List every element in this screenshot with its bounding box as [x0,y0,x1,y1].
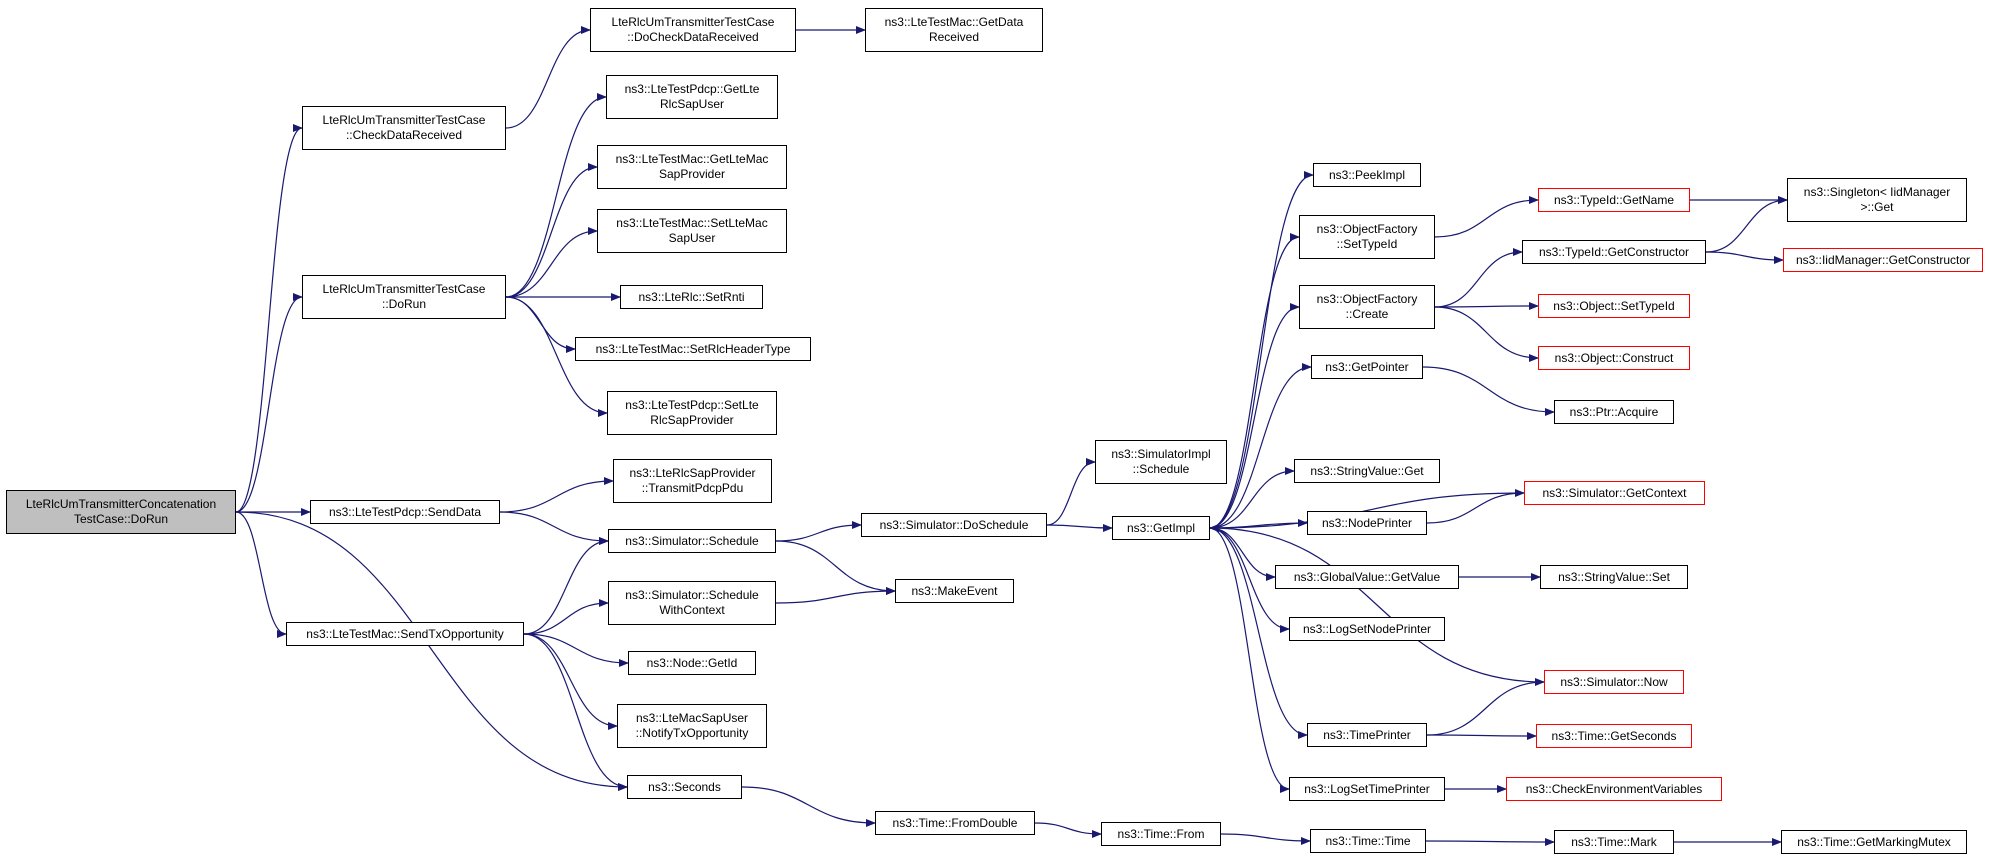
node-gv-get-value[interactable]: ns3::GlobalValue::GetValue [1275,565,1459,589]
node-time-get-seconds[interactable]: ns3::Time::GetSeconds [1536,724,1692,748]
edge-timeFrom-to-timeTime [1220,833,1311,845]
node-do-run[interactable]: LteRlcUmTransmitterTestCase ::DoRun [302,275,506,319]
node-set-rnti[interactable]: ns3::LteRlc::SetRnti [620,285,763,309]
edge-root-to-seconds [235,511,628,791]
edge-sendTx-to-nodeGetId [523,633,629,667]
edge-nodePrinter-to-simGetContext [1426,489,1525,524]
edge-doSchedule-to-simImplSched [1046,458,1096,526]
node-sim-now[interactable]: ns3::Simulator::Now [1544,670,1684,694]
edge-ofCreate-to-typeIdGetCtor [1434,248,1523,308]
node-log-set-time[interactable]: ns3::LogSetTimePrinter [1289,777,1445,801]
node-do-check[interactable]: LteRlcUmTransmitterTestCase ::DoCheckDat… [590,8,796,52]
edge-root-to-doRun [235,293,303,513]
edge-getImpl-to-ofSetTypeId [1209,233,1300,529]
edge-typeIdGetCtor-to-iidGetCtor [1705,251,1784,264]
node-make-event[interactable]: ns3::MakeEvent [895,579,1014,603]
edge-simNow-to-getImpl [1209,524,1545,683]
edge-getImpl-to-getPointer [1209,363,1312,529]
edge-doRun-to-getRlcSapUser [505,93,607,298]
node-node-printer[interactable]: ns3::NodePrinter [1307,511,1427,535]
node-obj-set-type-id[interactable]: ns3::Object::SetTypeId [1538,294,1690,318]
edge-sendTx-to-simSchedule [523,537,609,635]
edge-ofSetTypeId-to-typeIdGetName [1434,196,1539,238]
node-sim-impl-sched[interactable]: ns3::SimulatorImpl ::Schedule [1095,440,1227,484]
edge-doRun-to-setRlcSapProv [505,296,608,417]
edge-timeTime-to-timeMark [1425,837,1555,846]
edge-root-to-sendTx [235,511,287,638]
node-from-double[interactable]: ns3::Time::FromDouble [875,811,1035,835]
node-transmit-pdcp[interactable]: ns3::LteRlcSapProvider ::TransmitPdcpPdu [613,459,772,503]
edge-doSchedule-to-getImpl [1046,523,1113,532]
node-ptr-acquire[interactable]: ns3::Ptr::Acquire [1554,400,1674,424]
node-sim-get-context[interactable]: ns3::Simulator::GetContext [1524,481,1705,505]
edge-doRun-to-getMacSapProv [505,163,598,298]
call-edges [235,26,1788,846]
node-sim-schedule[interactable]: ns3::Simulator::Schedule [608,529,776,553]
node-get-mac-sap-prov[interactable]: ns3::LteTestMac::GetLteMac SapProvider [597,145,787,189]
edge-simGetContext-to-getImpl [1209,492,1525,532]
node-iid-get-ctor[interactable]: ns3::IidManager::GetConstructor [1783,248,1983,272]
node-get-mark-mutex[interactable]: ns3::Time::GetMarkingMutex [1781,830,1967,854]
edge-sendData-to-simSchedule [499,511,609,545]
node-check-env[interactable]: ns3::CheckEnvironmentVariables [1506,777,1722,801]
edge-fromDouble-to-timeFrom [1034,822,1102,838]
node-sim-sched-w-c[interactable]: ns3::Simulator::Schedule WithContext [608,581,776,625]
edge-simSchedWC-to-makeEvent [775,587,896,604]
node-time-time[interactable]: ns3::Time::Time [1310,829,1426,853]
node-set-rlc-sap-prov[interactable]: ns3::LteTestPdcp::SetLte RlcSapProvider [607,391,777,435]
node-send-tx[interactable]: ns3::LteTestMac::SendTxOpportunity [286,622,524,646]
node-str-set[interactable]: ns3::StringValue::Set [1540,565,1688,589]
edge-simSchedule-to-doSchedule [775,521,862,542]
edge-checkData-to-doCheck [505,26,591,129]
node-str-get[interactable]: ns3::StringValue::Get [1294,459,1440,483]
node-singleton-get[interactable]: ns3::Singleton< IidManager >::Get [1787,178,1967,222]
node-set-header[interactable]: ns3::LteTestMac::SetRlcHeaderType [575,337,811,361]
node-root[interactable]: LteRlcUmTransmitterConcatenation TestCas… [6,490,236,534]
node-obj-construct[interactable]: ns3::Object::Construct [1538,346,1690,370]
edge-ofCreate-to-objSetTypeId [1434,302,1539,311]
node-get-pointer[interactable]: ns3::GetPointer [1311,355,1423,379]
node-do-schedule[interactable]: ns3::Simulator::DoSchedule [861,513,1047,537]
edge-sendData-to-transmitPdcp [499,477,614,513]
node-type-id-get-name[interactable]: ns3::TypeId::GetName [1538,188,1690,212]
node-peek-impl[interactable]: ns3::PeekImpl [1313,163,1421,187]
node-log-set-node[interactable]: ns3::LogSetNodePrinter [1289,617,1445,641]
edge-sendTx-to-seconds [523,633,628,791]
edge-getImpl-to-strGet [1209,467,1295,529]
edge-getImpl-to-timePrinter [1209,527,1308,739]
node-notify-tx[interactable]: ns3::LteMacSapUser ::NotifyTxOpportunity [617,704,767,748]
edge-typeIdGetCtor-to-singletonGet [1705,196,1788,253]
node-of-create[interactable]: ns3::ObjectFactory ::Create [1299,285,1435,329]
node-node-get-id[interactable]: ns3::Node::GetId [628,651,756,675]
node-of-set-type-id[interactable]: ns3::ObjectFactory ::SetTypeId [1299,215,1435,259]
edge-root-to-checkData [235,124,303,513]
edge-getImpl-to-ofCreate [1209,303,1300,529]
edge-doRun-to-setMacSapUser [505,227,598,298]
edge-getImpl-to-peekImpl [1209,171,1314,529]
node-send-data[interactable]: ns3::LteTestPdcp::SendData [310,500,500,524]
edge-getPointer-to-ptrAcquire [1422,366,1555,416]
node-set-mac-sap-user[interactable]: ns3::LteTestMac::SetLteMac SapUser [597,209,787,253]
edge-ofCreate-to-objConstruct [1434,306,1539,362]
edge-timePrinter-to-simNow [1426,678,1545,736]
node-get-data[interactable]: ns3::LteTestMac::GetData Received [865,8,1043,52]
node-seconds[interactable]: ns3::Seconds [627,775,742,799]
node-check-data[interactable]: LteRlcUmTransmitterTestCase ::CheckDataR… [302,106,506,150]
node-time-printer[interactable]: ns3::TimePrinter [1307,723,1427,747]
edge-sendTx-to-simSchedWC [523,599,609,635]
edge-sendTx-to-notifyTx [523,633,618,730]
edge-getImpl-to-logSetTime [1209,527,1290,793]
edge-timePrinter-to-timeGetSeconds [1426,731,1537,740]
node-time-from[interactable]: ns3::Time::From [1101,822,1221,846]
edge-getImpl-to-logSetNode [1209,527,1290,633]
edge-seconds-to-fromDouble [741,786,876,827]
node-get-impl[interactable]: ns3::GetImpl [1112,516,1210,540]
edge-simSchedule-to-makeEvent [775,540,896,595]
node-get-rlc-sap-user[interactable]: ns3::LteTestPdcp::GetLte RlcSapUser [606,75,778,119]
node-time-mark[interactable]: ns3::Time::Mark [1554,830,1674,854]
node-type-id-get-ctor[interactable]: ns3::TypeId::GetConstructor [1522,240,1706,264]
